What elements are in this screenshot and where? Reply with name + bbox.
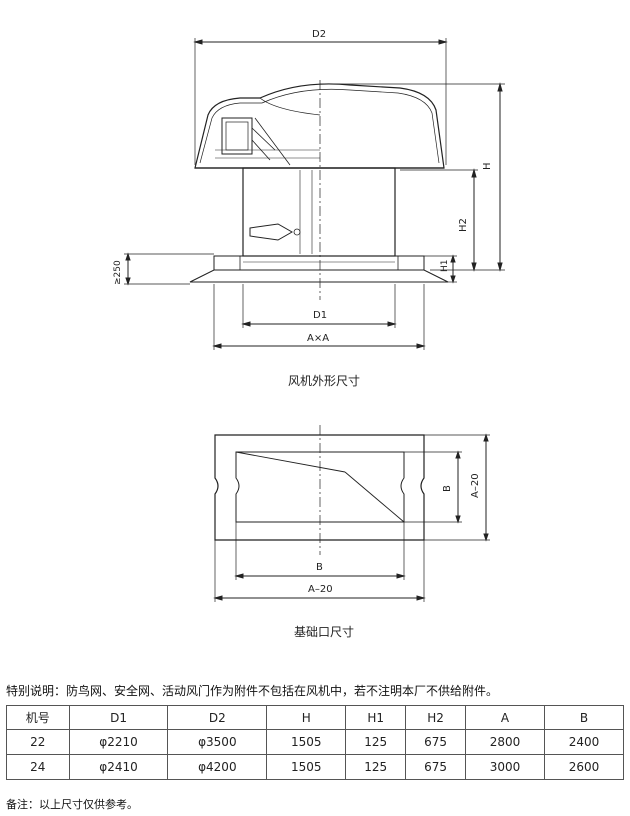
table-cell: 24: [6, 754, 70, 780]
label-ge250: ≥250: [113, 260, 123, 285]
table-cell: 675: [405, 754, 466, 780]
dim-d2: D2: [193, 29, 448, 165]
header-cell: B: [543, 705, 625, 730]
header-cell: D1: [68, 705, 169, 730]
base-frame: [214, 434, 425, 541]
special-note: 特别说明：防鸟网、安全网、活动风门作为附件不包括在风机中，若不注明本厂不供给附件…: [6, 684, 499, 698]
table-cell: φ4200: [167, 754, 268, 780]
dim-base-b-horizontal: B: [234, 522, 406, 580]
table-row: 24 φ2410 φ4200 1505 125 675 3000 2600: [6, 754, 625, 780]
base-opening-drawing: B A–20 B A–20: [213, 425, 490, 602]
fan-outline-drawing: D2 H: [113, 29, 505, 350]
table-cell: 1505: [266, 754, 347, 780]
dim-d1: D1: [241, 284, 397, 328]
header-cell: H: [266, 705, 347, 730]
table-cell: φ2410: [68, 754, 169, 780]
header-cell: H1: [345, 705, 407, 730]
label-base-a20-horizontal: A–20: [308, 584, 333, 595]
label-d1: D1: [313, 310, 327, 321]
header-cell: A: [464, 705, 545, 730]
label-base-b-horizontal: B: [316, 562, 323, 573]
table-cell: 2600: [543, 754, 625, 780]
table-row: 22 φ2210 φ3500 1505 125 675 2800 2400: [6, 729, 625, 755]
label-h2: H2: [458, 218, 469, 232]
spec-table: 机号 D1 D2 H H1 H2 A B 22 φ2210 φ3500 1505…: [6, 705, 625, 780]
table-cell: 125: [345, 754, 407, 780]
table-cell: 3000: [464, 754, 545, 780]
label-base-b-vertical: B: [442, 485, 453, 492]
table-cell: 22: [6, 729, 70, 755]
table-cell: 2800: [464, 729, 545, 755]
table-cell: 1505: [266, 729, 347, 755]
table-cell: φ3500: [167, 729, 268, 755]
dim-ge250: ≥250: [113, 252, 214, 286]
fan-outline-caption: 风机外形尺寸: [288, 374, 361, 388]
table-header-row: 机号 D1 D2 H H1 H2 A B: [6, 705, 625, 730]
header-cell: D2: [167, 705, 268, 730]
table-cell: 2400: [543, 729, 625, 755]
label-base-a20-vertical: A–20: [470, 473, 481, 498]
header-cell: 机号: [6, 705, 70, 730]
fan-base-flange: [189, 255, 449, 283]
dim-base-b-vertical: B: [404, 450, 462, 524]
label-h: H: [482, 162, 493, 170]
base-opening-caption: 基础口尺寸: [294, 625, 355, 639]
header-cell: H2: [405, 705, 466, 730]
fan-hood: [194, 83, 445, 169]
dim-h: H: [320, 82, 505, 272]
footnote: 备注：以上尺寸仅供参考。: [6, 798, 138, 811]
dim-base-a20-horizontal: A–20: [213, 540, 426, 602]
dim-base-a20-vertical: A–20: [424, 433, 490, 542]
table-cell: 675: [405, 729, 466, 755]
dim-h2: H2: [400, 168, 478, 272]
dim-h1: H1: [424, 254, 457, 284]
dim-axa: A×A: [212, 284, 426, 350]
label-axa: A×A: [307, 333, 329, 344]
table-cell: φ2210: [68, 729, 169, 755]
label-d2: D2: [312, 29, 326, 40]
label-h1: H1: [440, 260, 450, 273]
table-cell: 125: [345, 729, 407, 755]
